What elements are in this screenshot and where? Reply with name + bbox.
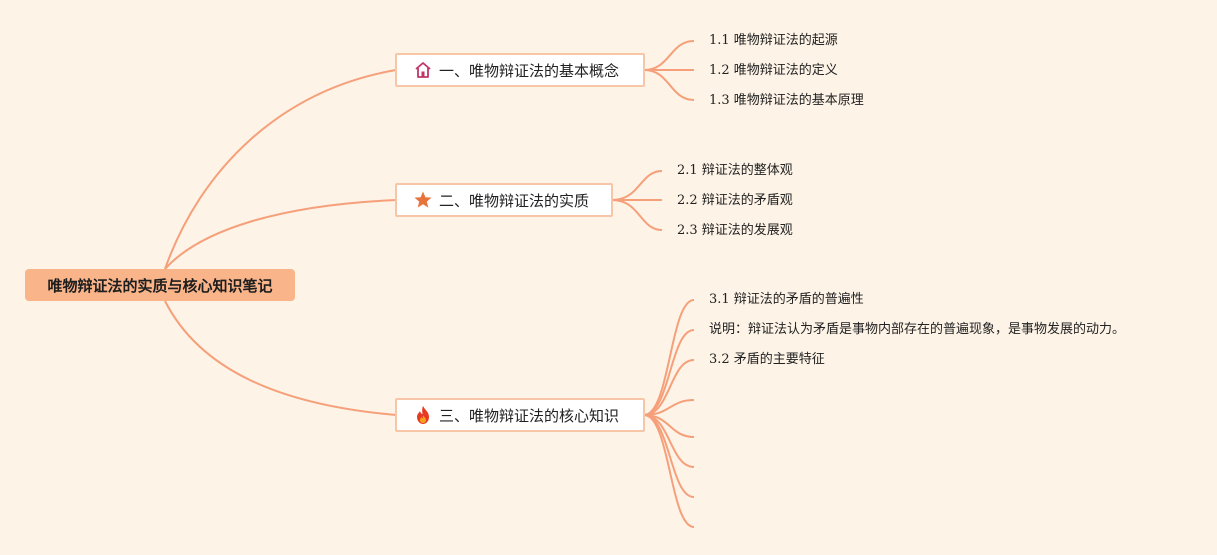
leaf-item[interactable]: 2.2 辩证法的矛盾观 [677, 193, 793, 208]
leaf-item[interactable]: 1.1 唯物辩证法的起源 [709, 33, 838, 48]
link-b2-c1 [611, 170, 663, 201]
branch-node-basic-concepts[interactable]: 一、唯物辩证法的基本概念 [395, 53, 645, 87]
leaf-item[interactable]: 1.2 唯物辩证法的定义 [709, 63, 838, 78]
home-icon [413, 60, 433, 80]
root-node-label: 唯物辩证法的实质与核心知识笔记 [47, 276, 273, 295]
leaf-item[interactable]: 2.3 辩证法的发展观 [677, 223, 793, 238]
link-b3-c6 [643, 414, 695, 468]
root-node[interactable]: 唯物辩证法的实质与核心知识笔记 [25, 269, 295, 301]
link-b3-c1 [643, 299, 695, 416]
branch-label: 三、唯物辩证法的核心知识 [439, 406, 620, 425]
leaf-note[interactable]: 说明：辩证法认为矛盾是事物内部存在的普遍现象，是事物发展的动力。 [709, 322, 1126, 337]
link-b3-c7 [643, 414, 695, 498]
link-root-branch-2 [164, 199, 397, 270]
link-root-branch-3 [164, 300, 397, 416]
leaf-item[interactable]: 3.2 矛盾的主要特征 [709, 352, 825, 367]
link-b1-c1 [643, 40, 695, 71]
star-icon [413, 190, 433, 210]
link-b3-c3 [643, 359, 695, 416]
fire-icon [413, 405, 433, 425]
leaf-item[interactable]: 1.3 唯物辩证法的基本原理 [709, 93, 864, 108]
branch-label: 二、唯物辩证法的实质 [439, 191, 590, 210]
link-b3-c8 [643, 414, 695, 528]
branch-node-essence[interactable]: 二、唯物辩证法的实质 [395, 183, 613, 217]
branch-label: 一、唯物辩证法的基本概念 [439, 61, 620, 80]
link-b3-c2 [643, 329, 695, 416]
link-b1-c3 [643, 69, 695, 101]
link-b2-c3 [611, 199, 663, 231]
link-root-branch-1 [164, 69, 397, 270]
leaf-item[interactable]: 2.1 辩证法的整体观 [677, 163, 793, 178]
branch-node-core-knowledge[interactable]: 三、唯物辩证法的核心知识 [395, 398, 645, 432]
leaf-item[interactable]: 3.1 辩证法的矛盾的普遍性 [709, 292, 864, 307]
